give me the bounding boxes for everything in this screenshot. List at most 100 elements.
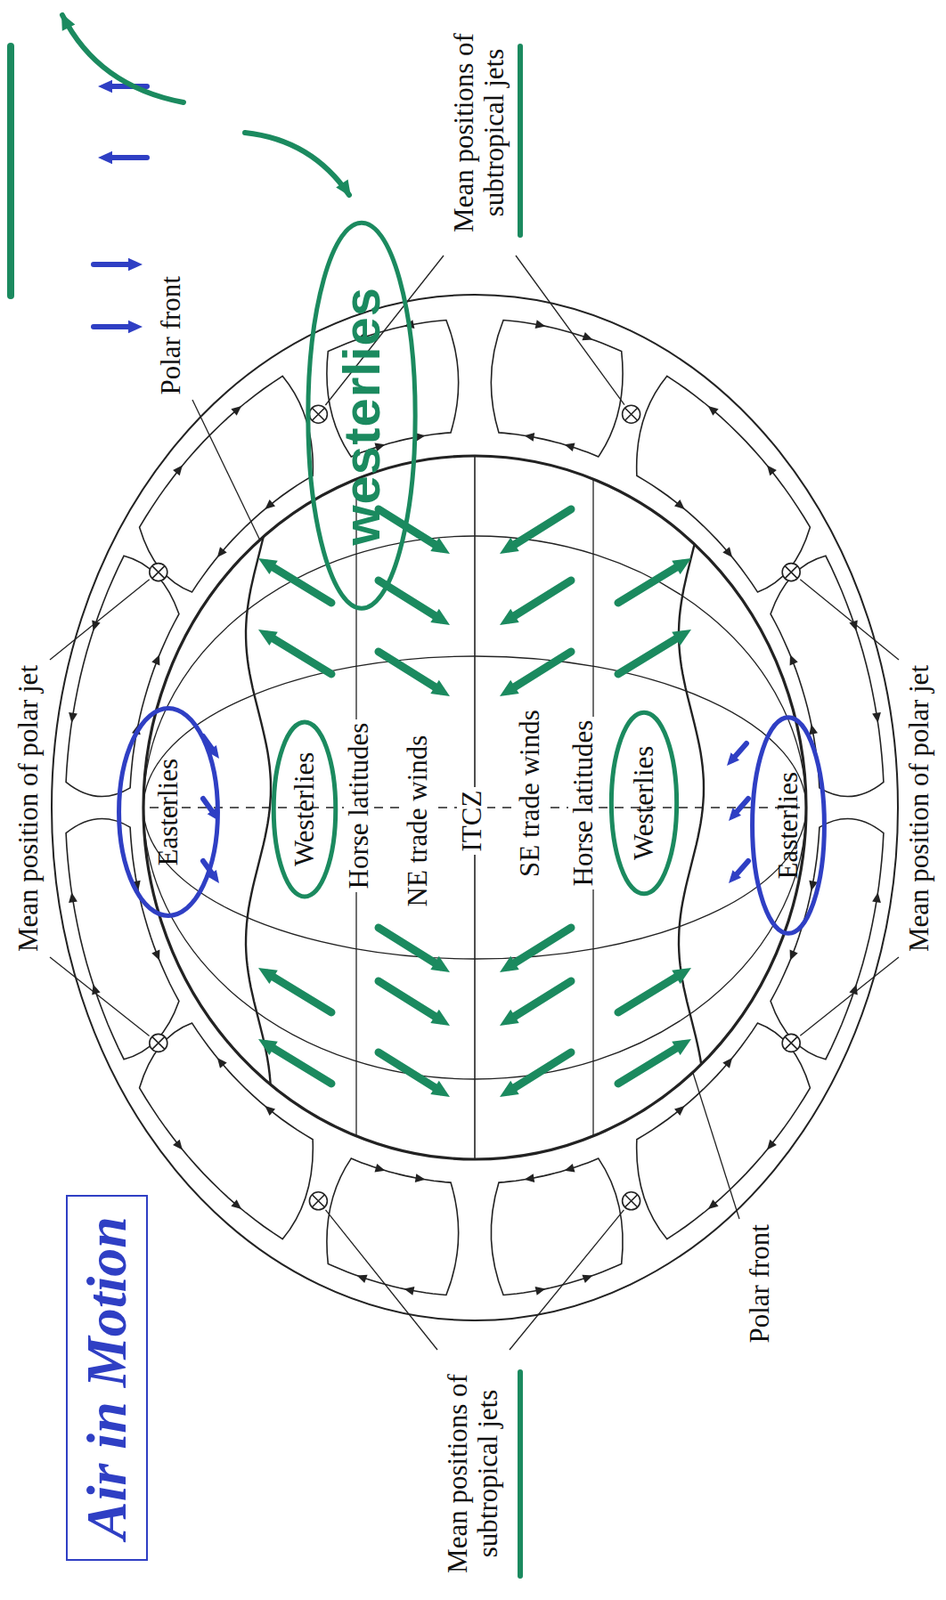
latitude-label: Horse latitudes	[568, 717, 600, 891]
blue-scribble-arrow-head	[97, 151, 113, 164]
green-highlight-bar	[7, 46, 15, 296]
leader-line	[799, 957, 899, 1036]
jet-symbol-cross	[625, 1195, 638, 1208]
meridian-line	[143, 536, 807, 1080]
cell-arrowhead	[375, 1164, 386, 1174]
trade-wind-arrow-head	[430, 680, 450, 697]
cell-arrowhead	[151, 950, 160, 962]
globe-outline	[143, 456, 807, 1160]
green-scribble-arrow	[62, 15, 184, 103]
westerly-arrow-head	[258, 558, 278, 575]
wind-label: SE trade winds	[514, 706, 547, 881]
cell-arrowhead	[535, 1287, 547, 1297]
handwritten-text: westerlies	[333, 286, 391, 547]
jet-label: Mean position of polar jet	[13, 665, 45, 953]
westerly-arrow	[267, 563, 332, 604]
cell-arrowhead	[872, 712, 881, 724]
cell-arrowhead	[230, 406, 242, 416]
front-label: Polar front	[744, 1224, 776, 1344]
jet-label: Mean position of polar jet	[904, 665, 936, 953]
westerly-arrow	[618, 635, 683, 675]
cell-arrowhead	[172, 465, 183, 477]
jet-symbol-cross	[625, 407, 638, 421]
green-scribble-arrow-head	[335, 179, 351, 197]
cell-arrowhead	[415, 1174, 426, 1183]
trade-wind-arrow-head	[430, 609, 450, 626]
green-scribble-arrow	[244, 132, 350, 196]
wind-belt-label: Westerlies	[289, 752, 320, 867]
trade-wind-arrow-head	[499, 1081, 520, 1098]
cell-arrowhead	[68, 892, 78, 904]
cell-arrowhead	[581, 332, 593, 341]
cell-arrowhead	[766, 465, 777, 477]
trade-wind-arrow	[508, 1052, 571, 1093]
jet-symbol-cross	[784, 566, 798, 580]
cell-arrowhead	[151, 654, 160, 666]
cell-arrowhead	[264, 1106, 276, 1117]
blue-scribble-arrow-head	[128, 320, 143, 334]
trade-wind-arrow-head	[499, 1010, 520, 1027]
circled-wind-belt: Easterlies	[750, 714, 827, 938]
blue-scribble-arrow-head	[128, 258, 143, 271]
hand-drawn-oval	[273, 722, 336, 898]
jet-symbol	[782, 1034, 800, 1053]
trade-wind-arrow	[378, 928, 441, 968]
cell-arrowhead	[217, 546, 228, 558]
easterly-arrow-head	[726, 752, 740, 767]
cell-arrowhead	[872, 892, 881, 904]
trade-wind-arrow-head	[430, 538, 450, 555]
circulation-cell	[490, 320, 623, 457]
cell-arrowhead	[674, 1106, 686, 1117]
trade-wind-arrow	[508, 509, 571, 549]
cell-arrowhead	[790, 950, 799, 962]
cell-arrowhead	[524, 1174, 536, 1183]
cell-arrowhead	[581, 1275, 593, 1284]
jet-symbol	[309, 1192, 327, 1211]
leader-line	[192, 399, 261, 541]
wind-belt-label: Easterlies	[153, 758, 184, 867]
green-scribble-arrow-head	[61, 13, 75, 32]
westerly-arrow	[618, 1044, 683, 1085]
hand-drawn-oval	[752, 717, 825, 935]
trade-wind-arrow-head	[499, 956, 520, 973]
trade-wind-arrow	[508, 981, 571, 1021]
cell-arrowhead	[674, 499, 686, 510]
cell-arrowhead	[808, 725, 818, 736]
cell-arrowhead	[790, 654, 799, 666]
westerly-arrow	[618, 973, 683, 1013]
green-highlight-bar	[517, 46, 523, 236]
cell-arrowhead	[357, 1275, 368, 1284]
jet-label: Mean positions of subtropical jets	[442, 1356, 505, 1593]
cell-arrowhead	[722, 546, 733, 558]
hand-drawn-oval	[308, 222, 416, 609]
trade-wind-arrow	[508, 580, 571, 620]
trade-wind-arrow-head	[430, 1010, 450, 1027]
cell-arrowhead	[264, 499, 276, 510]
westerly-arrow	[267, 635, 332, 675]
trade-wind-arrow	[378, 981, 441, 1021]
circled-wind-belt: Westerlies	[609, 709, 679, 898]
jet-symbol-cross	[784, 1036, 798, 1050]
jet-symbol	[622, 1192, 641, 1211]
trade-wind-arrow-head	[499, 680, 520, 697]
cell-arrowhead	[564, 443, 576, 453]
easterly-arrow-head	[728, 807, 742, 822]
cell-arrowhead	[535, 319, 547, 329]
green-highlight-bar	[517, 1372, 523, 1577]
leader-line	[509, 1210, 624, 1351]
trade-wind-arrow-head	[499, 538, 520, 555]
jet-symbol-cross	[311, 1195, 325, 1208]
leader-line	[326, 1210, 439, 1351]
circled-wind-belt: Easterlies	[115, 705, 221, 920]
front-label: Polar front	[155, 276, 188, 395]
cell-arrowhead	[766, 1140, 777, 1151]
cell-arrowhead	[217, 1058, 228, 1069]
circulation-cell	[139, 375, 314, 593]
hand-drawn-oval	[119, 709, 219, 917]
circulation-cell	[326, 1158, 459, 1296]
leader-line	[799, 579, 899, 661]
blue-scribble-arrow	[93, 324, 134, 330]
hand-drawn-oval	[611, 712, 677, 895]
westerly-arrow-head	[258, 1039, 278, 1056]
